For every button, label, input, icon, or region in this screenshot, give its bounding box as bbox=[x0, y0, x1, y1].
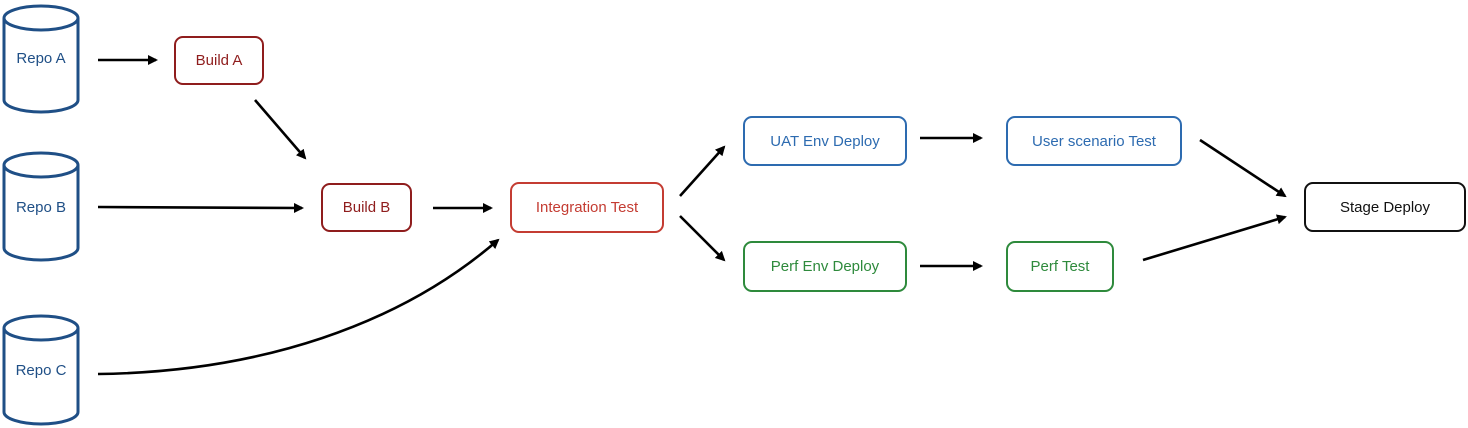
repo-b-label: Repo B bbox=[15, 199, 67, 216]
arrow-user-scenario-to-stage bbox=[1199, 138, 1287, 198]
uat-env-deploy-node: UAT Env Deploy bbox=[743, 116, 907, 166]
repo-b-cylinder bbox=[2, 151, 80, 262]
arrow-repo-b-to-build-b bbox=[97, 202, 304, 213]
perf-test-node: Perf Test bbox=[1006, 241, 1114, 292]
user-scenario-test-node: User scenario Test bbox=[1006, 116, 1182, 166]
perf-env-deploy-node: Perf Env Deploy bbox=[743, 241, 907, 292]
repo-a-cylinder bbox=[2, 4, 80, 114]
build-b-node: Build B bbox=[321, 183, 412, 232]
arrow-integration-to-perf bbox=[679, 215, 726, 262]
repo-c-label: Repo C bbox=[15, 362, 67, 379]
arrow-repo-c-to-integration bbox=[97, 238, 500, 376]
repo-a-label: Repo A bbox=[16, 50, 66, 67]
repo-c-cylinder bbox=[2, 314, 80, 426]
arrow-perf-test-to-stage bbox=[1142, 214, 1287, 262]
stage-deploy-node: Stage Deploy bbox=[1304, 182, 1466, 232]
arrow-integration-to-uat bbox=[679, 145, 726, 197]
arrow-build-a-to-build-b bbox=[254, 99, 307, 160]
integration-test-node: Integration Test bbox=[510, 182, 664, 233]
build-a-node: Build A bbox=[174, 36, 264, 85]
